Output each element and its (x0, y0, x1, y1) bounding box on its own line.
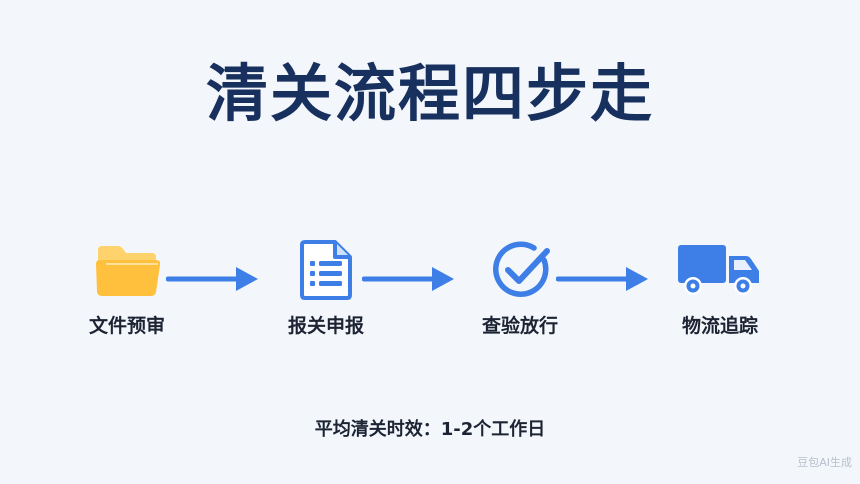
clearance-time-note: 平均清关时效：1-2个工作日 (314, 419, 546, 440)
arrow-right-icon (362, 267, 454, 291)
step-label-logistics-tracking: 物流追踪 (681, 315, 758, 337)
truck-icon (678, 245, 759, 295)
page-title: 清关流程四步走 (205, 57, 654, 130)
step-label-file-review: 文件预审 (88, 315, 165, 337)
step-label-declaration: 报关申报 (287, 315, 364, 337)
folder-icon (96, 246, 161, 296)
arrow-right-icon (166, 267, 258, 291)
watermark: 豆包AI生成 (797, 456, 852, 469)
step-label-inspection-release: 查验放行 (481, 315, 558, 337)
arrow-right-icon (556, 267, 648, 291)
document-icon (300, 240, 352, 300)
check-circle-icon (493, 241, 550, 297)
